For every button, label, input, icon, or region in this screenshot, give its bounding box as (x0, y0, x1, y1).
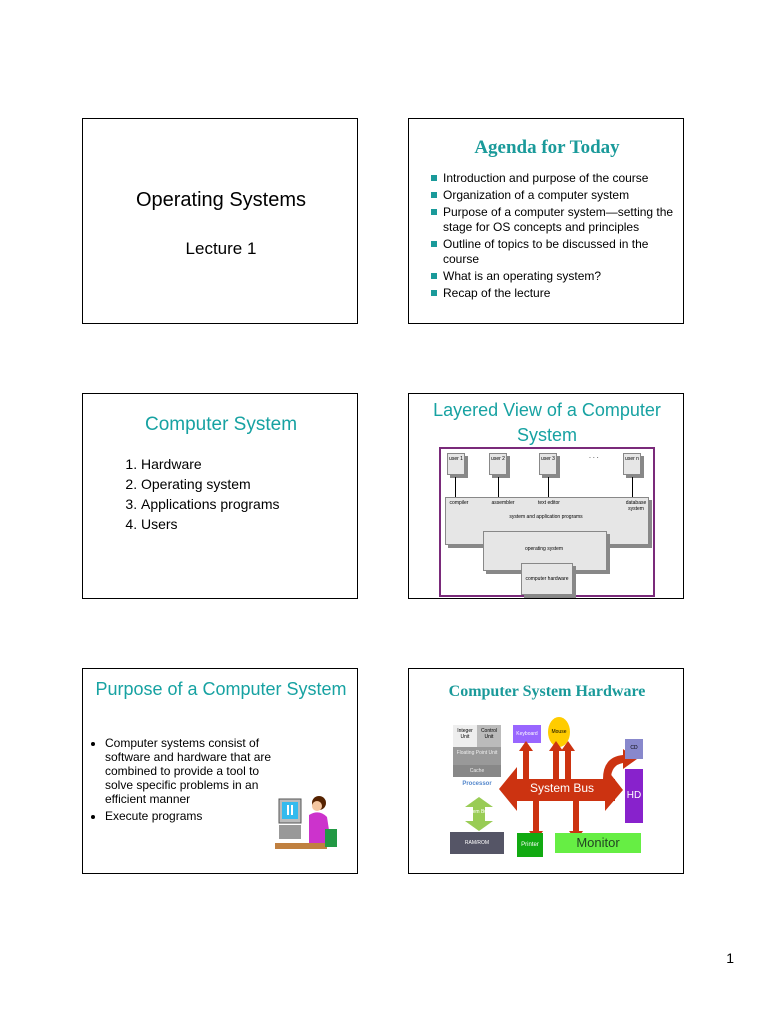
user-box: user n (623, 453, 641, 475)
slide-subtitle: Lecture 1 (185, 239, 257, 258)
computer-user-clipart (275, 796, 337, 849)
user-box: user 2 (489, 453, 507, 475)
list-item: Recap of the lecture (429, 286, 674, 301)
purpose-list: Computer systems consist of software and… (93, 736, 287, 823)
user-box: user 1 (447, 453, 465, 475)
printer: Printer (517, 833, 543, 857)
list-item: Users (141, 514, 280, 534)
app-label: assembler (491, 500, 515, 506)
slide-title: Operating Systems Lecture 1 (82, 118, 358, 324)
slide-hardware: Computer System Hardware Integer Unit Co… (408, 668, 684, 874)
layered-diagram: user 1 user 2 user 3 . . . user n compil… (439, 447, 655, 597)
cd-drive: CD (625, 739, 643, 759)
user-box: user 3 (539, 453, 557, 475)
list-item: Hardware (141, 454, 280, 474)
slide-computer-system: Computer System Hardware Operating syste… (82, 393, 358, 599)
list-item: Applications programs (141, 494, 280, 514)
app-label: compiler (449, 500, 469, 506)
ram-rom: RAM/ROM (450, 832, 504, 854)
processor-label: Processor (462, 781, 492, 787)
hardware-layer-label: computer hardware (525, 576, 569, 582)
arrow (548, 477, 549, 497)
slide-agenda: Agenda for Today Introduction and purpos… (408, 118, 684, 324)
computer-system-title: Computer System (144, 414, 298, 435)
keyboard: Keyboard (513, 725, 541, 743)
list-item: Execute programs (105, 809, 287, 823)
integer-unit: Integer Unit (453, 725, 477, 747)
purpose-title: Purpose of a Computer System (95, 679, 347, 699)
list-item: What is an operating system? (429, 269, 674, 284)
list-item: Outline of topics to be discussed in the… (429, 237, 674, 267)
list-item: Introduction and purpose of the course (429, 171, 674, 186)
hardware-layer: computer hardware (521, 563, 573, 595)
list-item: Computer systems consist of software and… (105, 736, 287, 806)
page-number: 1 (726, 950, 734, 966)
slide-layered-view: Layered View of a Computer System user 1… (408, 393, 684, 599)
mem-bus-label: Mem Bus (468, 809, 490, 815)
list-item: Organization of a computer system (429, 188, 674, 203)
list-item: Operating system (141, 474, 280, 494)
arrow (498, 477, 499, 497)
control-unit: Control Unit (477, 725, 501, 747)
apps-layer-label: system and application programs (509, 514, 583, 520)
mouse: Mouse (548, 717, 570, 747)
list-item: Purpose of a computer system—setting the… (429, 205, 674, 235)
cache: Cache (453, 765, 501, 777)
os-layer-label: operating system (524, 546, 564, 552)
app-label: database system (625, 500, 647, 512)
arrow (632, 477, 633, 497)
agenda-list: Introduction and purpose of the course O… (429, 171, 674, 303)
slide-title-text: Operating Systems (135, 189, 307, 211)
ellipsis: . . . (589, 453, 599, 460)
arrow (455, 477, 456, 497)
mem-bus-arrow (465, 797, 493, 831)
app-label: text editor (538, 500, 560, 506)
bus-arrows (499, 741, 637, 841)
layered-view-title: Layered View of a Computer System (433, 400, 661, 445)
hardware-title: Computer System Hardware (448, 683, 646, 700)
monitor: Monitor (555, 833, 641, 853)
computer-system-list: Hardware Operating system Applications p… (121, 454, 280, 534)
slide-purpose: Purpose of a Computer System Computer sy… (82, 668, 358, 874)
system-bus-label: System Bus (529, 781, 595, 795)
agenda-title: Agenda for Today (474, 137, 620, 158)
hard-disk: HD (625, 769, 643, 823)
fpu: Floating Point Unit (453, 747, 501, 765)
